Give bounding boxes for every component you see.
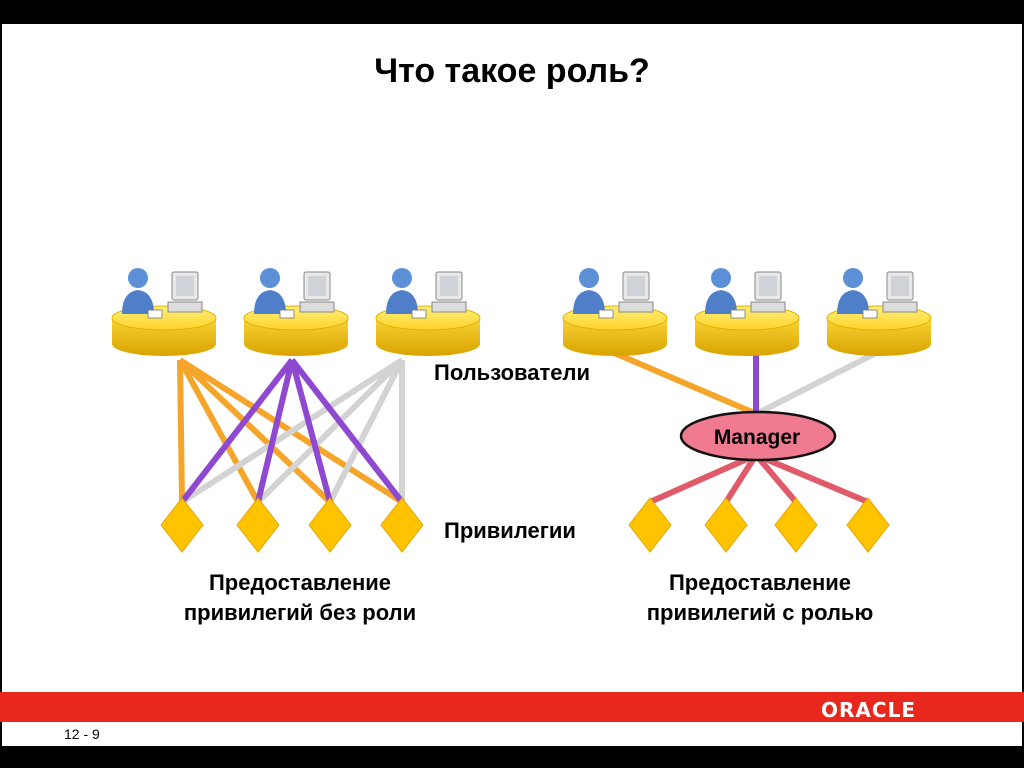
oracle-logo: ORACLE bbox=[821, 698, 916, 722]
role-privilege-line bbox=[754, 452, 870, 505]
role-privilege-line bbox=[723, 453, 759, 504]
grant-line-orange bbox=[177, 357, 333, 505]
grant-line-purple bbox=[179, 358, 295, 504]
user-workstation-icon bbox=[694, 267, 800, 357]
left-caption-line1: Предоставление bbox=[208, 570, 392, 595]
right-caption-line1: Предоставление bbox=[668, 570, 852, 595]
privilege-diamond-icon bbox=[160, 497, 204, 553]
right-role-lines bbox=[610, 349, 880, 505]
role-privilege-line bbox=[648, 452, 758, 505]
user-workstation-icon bbox=[243, 267, 349, 357]
privilege-diamond-icon bbox=[704, 497, 748, 553]
role-name: Manager bbox=[714, 426, 800, 449]
user-workstation-icon bbox=[111, 267, 217, 357]
grant-line-purple bbox=[255, 359, 295, 503]
role-ellipse bbox=[679, 410, 837, 462]
right-caption-line2: привилегий с ролью bbox=[646, 600, 874, 625]
privilege-diamond-icon bbox=[846, 497, 890, 553]
right-caption: Предоставление привилегий с ролью bbox=[590, 568, 930, 628]
page-number: 12 - 9 bbox=[64, 726, 100, 742]
grant-line-orange bbox=[177, 359, 185, 503]
privilege-diamond-icon bbox=[628, 497, 672, 553]
role-line-orange bbox=[610, 349, 754, 415]
slide-background bbox=[2, 24, 1022, 746]
privilege-diamond-icon bbox=[380, 497, 424, 553]
grant-line-orange bbox=[177, 358, 261, 504]
slide-title: Что такое роль? bbox=[374, 52, 650, 90]
left-caption: Предоставление привилегий без роли bbox=[130, 568, 470, 628]
grant-line-purple bbox=[289, 358, 405, 504]
left-caption-line2: привилегий без роли bbox=[183, 600, 417, 625]
privilege-diamond-icon bbox=[774, 497, 818, 553]
privilege-diamond-icon bbox=[308, 497, 352, 553]
grant-line-gray bbox=[255, 357, 405, 505]
footer-red-bar bbox=[0, 692, 1024, 722]
grant-line-gray bbox=[180, 357, 404, 505]
user-workstation-icon bbox=[562, 267, 668, 357]
privilege-diamond-icon bbox=[236, 497, 280, 553]
left-grant-lines bbox=[177, 357, 405, 505]
privileges-label: Привилегии bbox=[444, 518, 576, 543]
grant-line-purple bbox=[289, 359, 333, 503]
users-label: Пользователи bbox=[434, 360, 591, 385]
role-line-gray bbox=[758, 349, 880, 415]
user-workstation-icon bbox=[826, 267, 932, 357]
grant-line-gray bbox=[327, 358, 405, 504]
role-privilege-line bbox=[753, 453, 799, 504]
user-workstation-icon bbox=[375, 267, 481, 357]
